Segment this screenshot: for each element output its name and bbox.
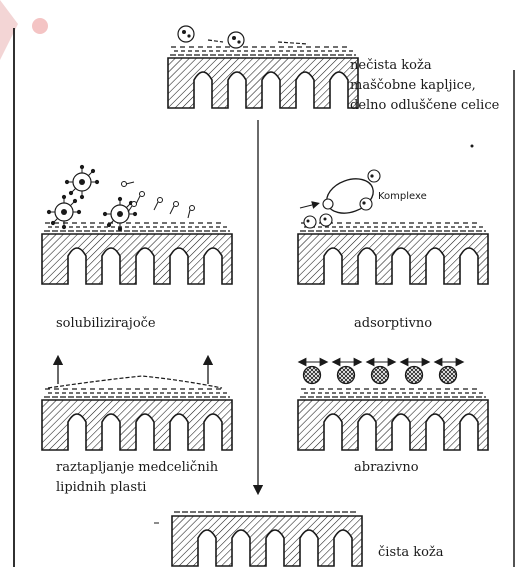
label-adsorptive: adsorptivno bbox=[354, 316, 432, 332]
adsorptive-panel bbox=[298, 170, 488, 284]
label-solubilizing: solubilizirajoče bbox=[56, 316, 156, 332]
abrasive-panel bbox=[298, 362, 488, 450]
label-clean-skin: čista koža bbox=[378, 545, 444, 561]
micelle-icon bbox=[47, 195, 80, 228]
dirty-skin-panel bbox=[168, 26, 358, 108]
fat-droplet bbox=[228, 32, 244, 48]
label-abrasive: abrazivno bbox=[354, 460, 419, 476]
label-dissolving-line1: raztapljanje medceličnih bbox=[56, 460, 218, 476]
corner-fold-decoration bbox=[0, 0, 48, 60]
label-dirty-skin: nečista koža bbox=[350, 58, 432, 74]
adsorbent-complex bbox=[322, 170, 380, 219]
fat-droplet bbox=[178, 26, 194, 42]
surfactant-molecules bbox=[122, 182, 195, 219]
fat-droplet bbox=[320, 214, 332, 226]
micelle-icon bbox=[65, 165, 98, 198]
label-fat-droplets: maščobne kapljice, bbox=[350, 78, 476, 94]
label-shed-cells: delno odluščene celice bbox=[350, 98, 499, 114]
label-dissolving-line2: lipidnih plasti bbox=[56, 480, 146, 496]
label-komplexe: Komplexe bbox=[378, 191, 427, 202]
solubilizing-panel bbox=[42, 165, 232, 284]
clean-skin-panel bbox=[172, 512, 362, 566]
adsorption-arrow bbox=[300, 204, 316, 208]
speck-mark bbox=[471, 145, 474, 148]
fat-droplet bbox=[304, 216, 316, 228]
abrasive-particles bbox=[304, 367, 457, 384]
dissolving-lipid-layers-panel bbox=[42, 360, 232, 450]
